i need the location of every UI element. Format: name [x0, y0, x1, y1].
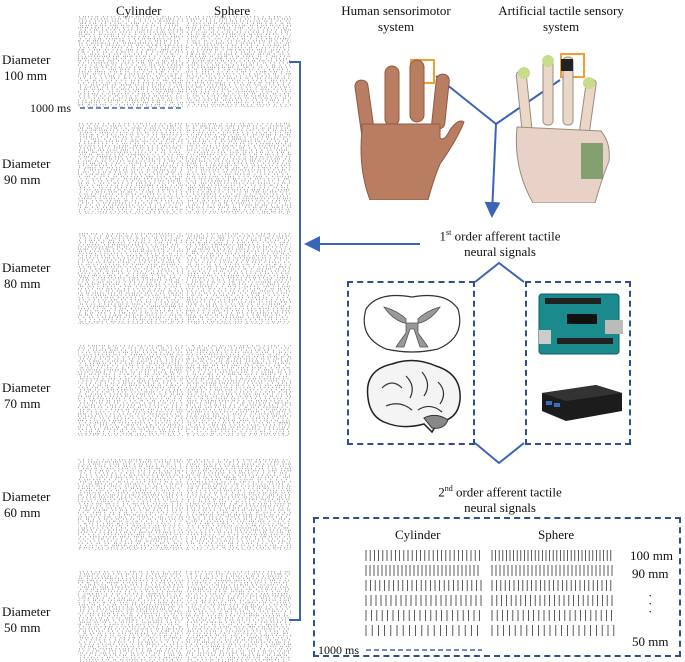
raster-panel — [186, 16, 291, 107]
bottom-scale-bar — [366, 649, 482, 651]
diam-label-90: 90 mm — [632, 566, 669, 581]
raster-panel — [186, 123, 291, 214]
raster-title-cylinder: Cylinder — [116, 3, 162, 18]
diam-label-50: 50 mm — [632, 634, 669, 649]
second-order-spike-panel — [313, 517, 681, 657]
raster-panel — [78, 345, 183, 436]
raster-panel — [78, 16, 183, 107]
bottom-spike-trains — [365, 550, 615, 636]
raster-panel — [186, 345, 291, 436]
raster-title-sphere: Sphere — [214, 3, 251, 18]
raster-panel — [78, 459, 183, 550]
spinal-cord-image — [363, 294, 461, 353]
mini-pc-image — [542, 385, 622, 421]
raster-scale-label: 1000 ms — [30, 101, 72, 115]
bottom-title-cylinder: Cylinder — [395, 527, 441, 542]
raster-panel — [186, 571, 291, 662]
raster-panel — [78, 123, 183, 214]
second-order-caption: 2nd order afferent tactile neural signal… — [438, 484, 562, 516]
vertical-ellipsis: ··· — [648, 588, 653, 619]
biological-processing-box — [347, 281, 475, 445]
robotic-hand-image — [515, 55, 610, 203]
diam-label-100: 100 mm — [630, 548, 673, 563]
bottom-title-sphere: Sphere — [538, 527, 575, 542]
brain-image — [366, 359, 461, 434]
raster-panel — [78, 233, 183, 324]
raster-panel — [186, 233, 291, 324]
arduino-board-image — [538, 293, 623, 355]
raster-scale-bar — [80, 107, 182, 109]
artificial-processing-box — [525, 281, 631, 445]
raster-panel — [186, 459, 291, 550]
first-order-caption: 1st order afferent tactile neural signal… — [439, 228, 561, 260]
human-hand-image — [354, 59, 465, 200]
raster-panel — [78, 571, 183, 662]
bottom-scale-label: 1000 ms — [318, 643, 360, 657]
